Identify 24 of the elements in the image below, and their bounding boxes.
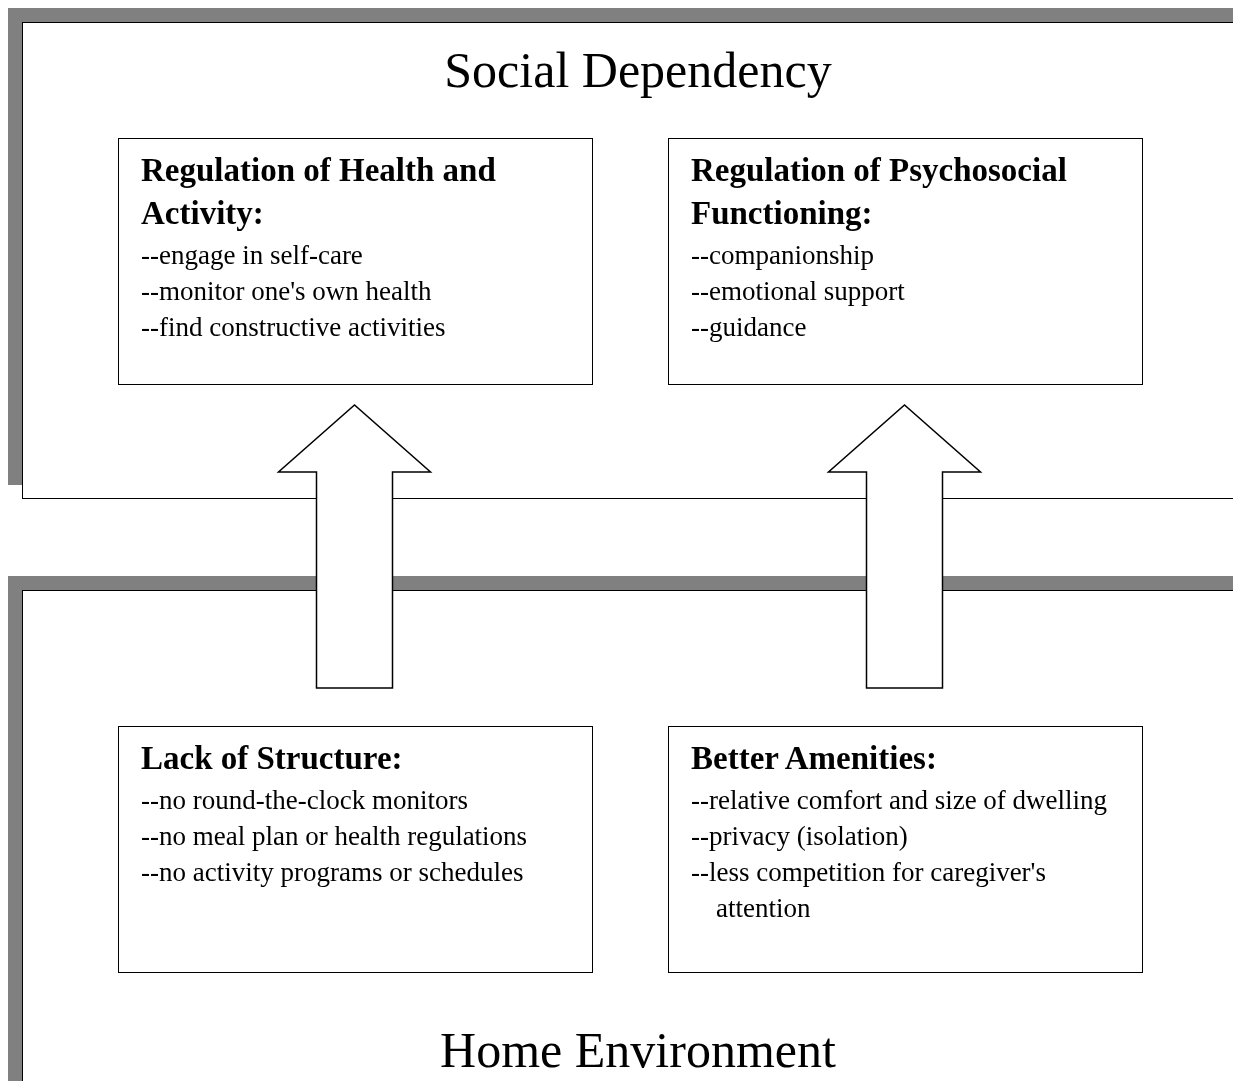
box-heading: Better Amenities: — [691, 739, 938, 778]
list-item: --no round-the-clock monitors — [141, 783, 469, 817]
text-box — [668, 138, 1143, 385]
block-arrow — [276, 404, 433, 689]
box-heading: Regulation of Psychosocial Functioning: — [691, 151, 1068, 233]
list-item: --privacy (isolation) — [691, 819, 909, 853]
list-item: --companionship — [691, 238, 875, 272]
list-item: --relative comfort and size of dwelling — [691, 783, 1109, 817]
list-item: --less competition for caregiver's attention — [691, 855, 1047, 925]
list-item: --find constructive activities — [141, 310, 447, 344]
panel-title: Social Dependency — [443, 41, 833, 99]
list-item: --monitor one's own health — [141, 274, 433, 308]
list-item: --no meal plan or health regulations — [141, 819, 529, 853]
block-arrow — [826, 404, 983, 689]
box-heading: Lack of Structure: — [141, 739, 404, 778]
text-box — [118, 138, 593, 385]
box-heading: Regulation of Health and Activity: — [141, 151, 497, 233]
list-item: --engage in self-care — [141, 238, 364, 272]
panel-title: Home Environment — [439, 1021, 837, 1079]
list-item: --guidance — [691, 310, 808, 344]
list-item: --no activity programs or schedules — [141, 855, 525, 889]
text-box — [668, 726, 1143, 973]
text-box — [118, 726, 593, 973]
list-item: --emotional support — [691, 274, 906, 308]
